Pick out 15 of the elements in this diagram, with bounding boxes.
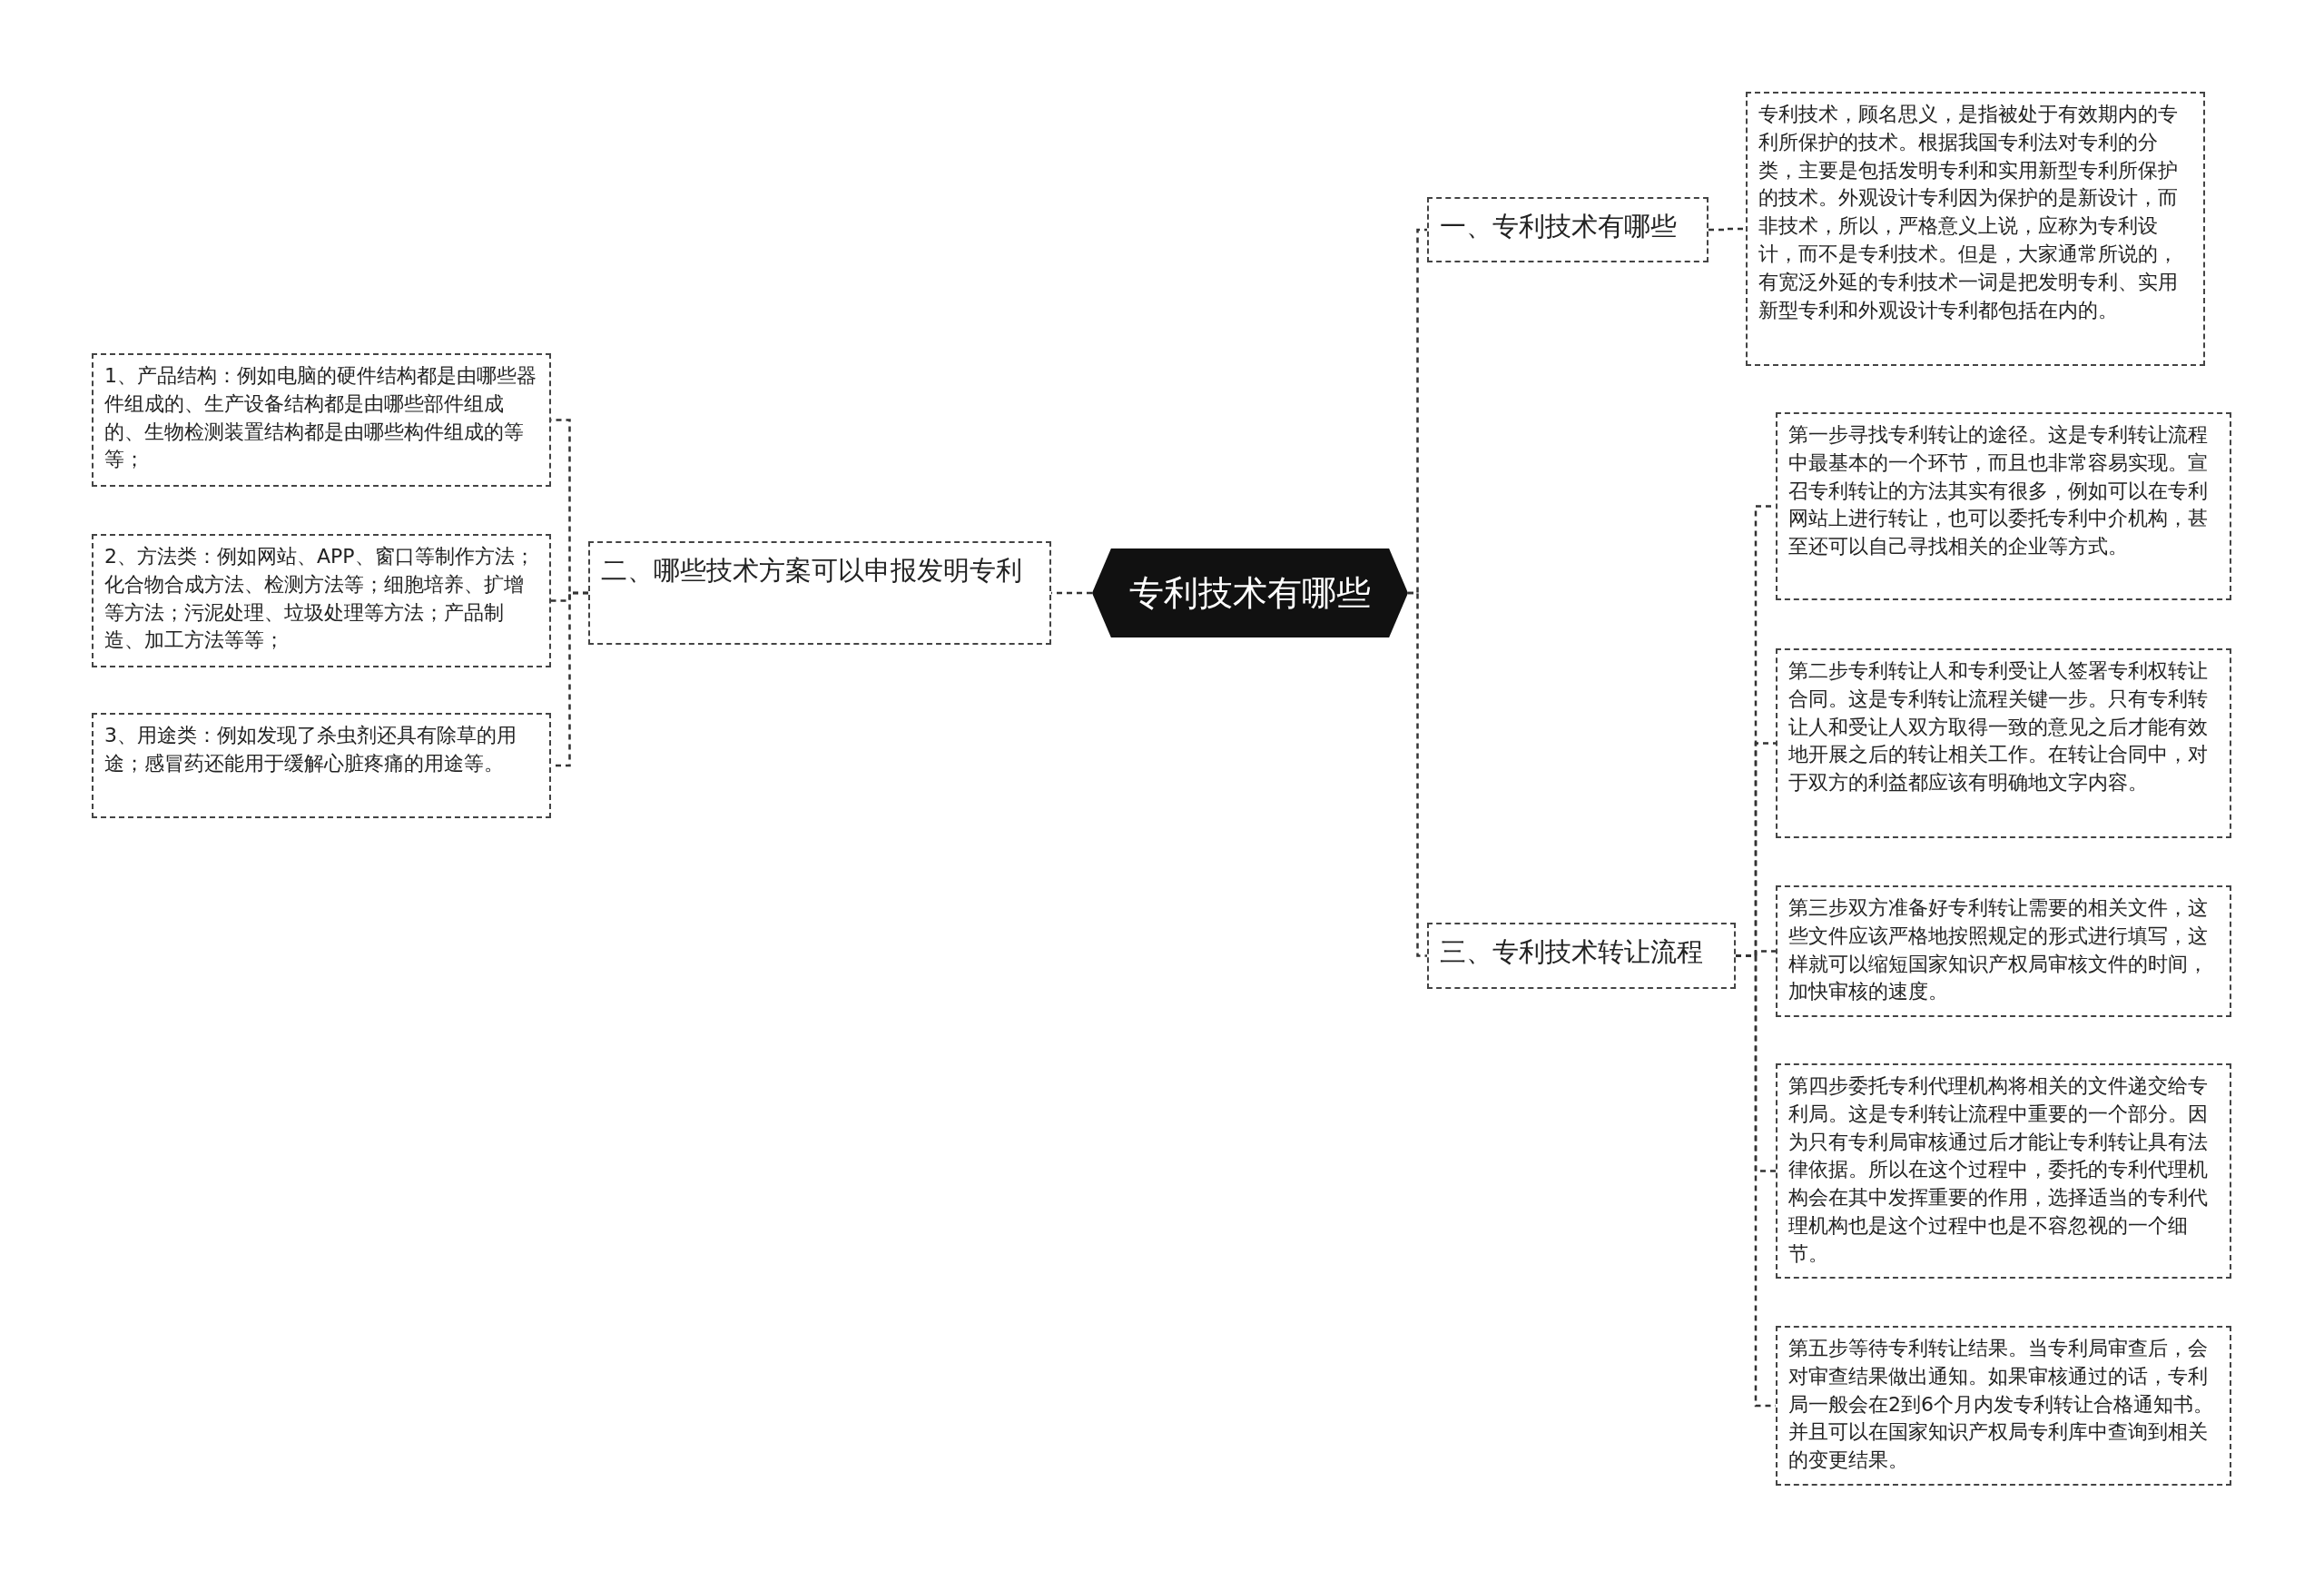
note-box: 第五步等待专利转让结果。当专利局审查后，会对审查结果做出通知。如果审核通过的话，专利局一般会在2到6个月内发专利转让合格通知书。并且可以在国家知识产权局专利库中查询到相关的变更结果。 [1776,1326,2231,1486]
connector-line [1709,227,1746,232]
note-box: 专利技术，顾名思义，是指被处于有效期内的专利所保护的技术。根据我国专利法对专利的分类，主要是包括发明专利和实用新型专利所保护的技术。外观设计专利因为保护的是新设计，而非技术，所以，严格意义上说，应称为专利设计，而不是专利技术。但是，大家通常所说的，有宽泛外延的专利技术一词是把发明专利、实用新型专利和外观设计专利都包括在内的。 [1746,92,2205,366]
note-box: 第四步委托专利代理机构将相关的文件递交给专利局。这是专利转让流程中重要的一个部分。因为只有专利局审核通过后才能让专利转让具有法律依据。所以在这个过程中，委托的专利代理机构会在其中发挥重要的作用，选择适当的专利代理机构也是这个过程中也是不容忽视的一个细节。 [1776,1063,2231,1279]
note-box: 第二步专利转让人和专利受让人签署专利权转让合同。这是专利转让流程关键一步。只有专利转让人和受让人双方取得一致的意见之后才能有效地开展之后的转让相关工作。在转让合同中，对于双方的利益都应该有明确地文字内容。 [1776,648,2231,838]
topic-box: 一、专利技术有哪些 [1427,197,1709,262]
connector-line [1408,591,1427,957]
note-box: 1、产品结构：例如电脑的硬件结构都是由哪些器件组成的、生产设备结构都是由哪些部件组成的、生物检测装置结构都是由哪些构件组成的等等； [92,353,551,487]
note-box: 第一步寻找专利转让的途径。这是专利转让流程中最基本的一个环节，而且也非常容易实现。宣召专利转让的方法其实有很多，例如可以在专利网站上进行转让，也可以委托专利中介机构，甚至还可以自己寻找相关的企业等方式。 [1776,412,2231,600]
note-box: 3、用途类：例如发现了杀虫剂还具有除草的用途；感冒药还能用于缓解心脏疼痛的用途等。 [92,713,551,818]
topic-box: 三、专利技术转让流程 [1427,923,1736,989]
topic-node: 专利技术有哪些 [1092,548,1408,637]
topic-box: 二、哪些技术方案可以申报发明专利 [588,541,1051,645]
note-box: 第三步双方准备好专利转让需要的相关文件，这些文件应该严格地按照规定的形式进行填写，这样就可以缩短国家知识产权局审核文件的时间，加快审核的速度。 [1776,885,2231,1017]
note-box: 2、方法类：例如网站、APP、窗口等制作方法；化合物合成方法、检测方法等；细胞培养、扩增等方法；污泥处理、垃圾处理等方法；产品制造、加工方法等等； [92,534,551,667]
